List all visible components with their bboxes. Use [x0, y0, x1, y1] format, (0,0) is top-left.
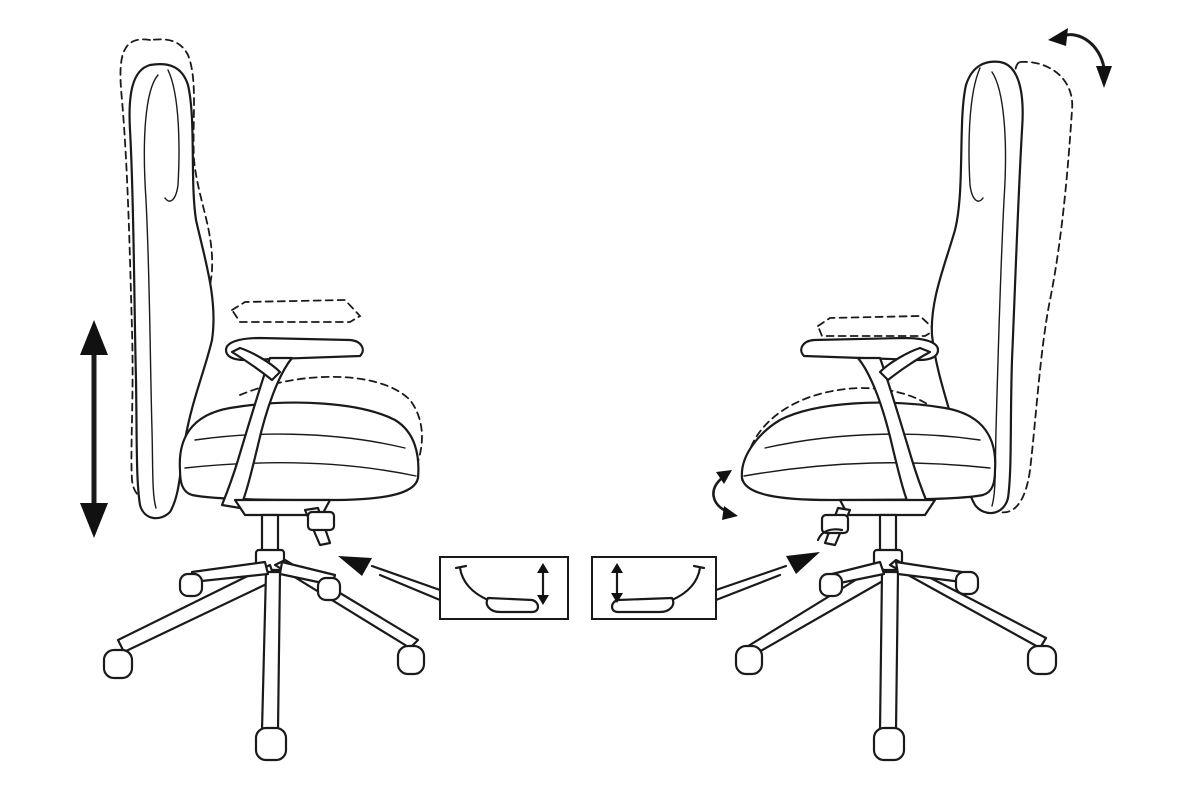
left-callout-lever-handle	[485, 596, 540, 614]
right-chair-tilted-seat-outline	[744, 387, 946, 471]
right-callout-lever-arm	[670, 566, 702, 602]
left-callout-arrowhead	[338, 556, 372, 576]
right-chair-mechanism	[838, 498, 937, 517]
right-lever-callout	[591, 552, 820, 620]
right-chair	[734, 60, 1073, 762]
left-chair-backrest-seam	[143, 74, 159, 509]
left-chair-armpad	[224, 336, 364, 362]
right-caster-5	[954, 570, 980, 596]
right-caster-1	[734, 644, 764, 676]
left-callout-lever-tip	[454, 564, 468, 570]
right-callout-arrowhead	[786, 552, 820, 574]
left-chair-backrest	[128, 63, 215, 520]
left-chair-raised-backrest-outline	[119, 38, 214, 501]
left-chair-arm-rear-strut	[230, 346, 282, 382]
double-arrow-vertical-icon	[80, 320, 108, 538]
right-caster-4	[818, 572, 844, 598]
left-chair-casters	[102, 572, 426, 762]
right-base-leg-front-right	[888, 558, 1048, 650]
right-chair-knob-rotation-mark	[816, 528, 844, 542]
right-base-leg-front	[878, 570, 900, 732]
right-caster-3	[872, 726, 906, 762]
left-base-leg-front	[260, 570, 282, 732]
left-chair-lever-knob	[306, 510, 336, 532]
left-lever-callout	[338, 556, 569, 620]
right-chair-tilted-armpad-outline	[816, 315, 937, 337]
right-chair-seat-piping	[743, 462, 991, 477]
curved-double-arrow-icon	[1048, 28, 1112, 88]
left-chair-seat-piping	[184, 462, 417, 477]
left-chair-headrest-bolster	[164, 69, 180, 202]
left-caster-4	[178, 572, 204, 598]
left-chair-seat-stitch	[194, 433, 406, 449]
left-caster-5	[316, 576, 342, 602]
right-chair-arm-rear-strut	[878, 346, 932, 382]
left-caster-1	[102, 648, 134, 680]
left-callout-lever-arm	[458, 566, 490, 602]
left-chair-seat	[178, 401, 420, 502]
right-chair-seat-stitch	[764, 433, 981, 449]
right-callout-leader-line	[714, 564, 788, 592]
lever-up-down-icon	[611, 563, 623, 603]
right-chair-tilt-knob	[820, 513, 850, 535]
left-caster-3	[254, 726, 288, 762]
curved-double-arrow-icon	[712, 470, 738, 520]
left-chair-star-base	[116, 558, 420, 732]
right-caster-2	[1026, 644, 1058, 676]
right-callout-leader-line-2	[714, 573, 782, 602]
left-caster-2	[396, 644, 426, 676]
right-callout-lever-handle	[610, 596, 675, 614]
left-callout-leader-line	[370, 564, 442, 592]
left-chair-raised-armpad-outline	[230, 299, 362, 323]
right-chair-casters	[734, 570, 1058, 762]
lever-up-down-icon	[537, 563, 549, 605]
right-chair-star-base	[743, 558, 1048, 732]
left-chair	[102, 38, 426, 762]
right-chair-seat	[740, 401, 997, 502]
left-callout-leader-line-2	[378, 573, 442, 602]
right-callout-lever-tip	[692, 564, 706, 570]
right-chair-headrest-bolster	[968, 67, 984, 202]
